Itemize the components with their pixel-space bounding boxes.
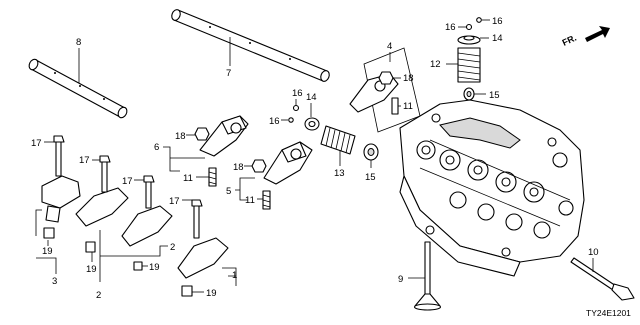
label-4: 4 xyxy=(387,41,392,52)
retainer-14-top[interactable] xyxy=(457,35,481,45)
spring-11-b[interactable] xyxy=(262,190,271,210)
rocker-shaft-7[interactable] xyxy=(170,8,331,82)
label-18-b: 18 xyxy=(233,162,244,173)
valve-10[interactable] xyxy=(570,257,635,301)
label-18-a: 18 xyxy=(175,131,186,142)
rocker-arm-6[interactable] xyxy=(199,115,249,157)
rocker-arm-2-left[interactable] xyxy=(75,155,129,253)
label-9: 9 xyxy=(398,274,403,285)
rocker-arm-2-right[interactable] xyxy=(121,175,173,271)
label-19-a: 19 xyxy=(42,246,53,257)
label-2-b: 2 xyxy=(96,290,101,301)
valve-spring-13[interactable] xyxy=(320,125,356,155)
label-17-a: 17 xyxy=(31,138,42,149)
rocker-arm-3[interactable] xyxy=(41,135,81,239)
label-19-c: 19 xyxy=(149,262,160,273)
rocker-arm-5[interactable] xyxy=(263,141,313,185)
spring-11-a[interactable] xyxy=(208,167,217,187)
seal-15-top[interactable] xyxy=(463,87,475,101)
label-1: 1 xyxy=(232,270,237,281)
label-11-a: 11 xyxy=(183,173,193,184)
valve-9[interactable] xyxy=(413,241,442,311)
rocker-arm-1[interactable] xyxy=(177,199,229,297)
clip-16-top[interactable] xyxy=(465,17,482,31)
label-17-c: 17 xyxy=(122,176,133,187)
label-14-b: 14 xyxy=(492,33,503,44)
label-11-b: 11 xyxy=(245,195,255,206)
label-16-b: 16 xyxy=(269,116,280,127)
front-direction-label: FR. xyxy=(561,33,578,48)
label-13: 13 xyxy=(334,168,345,179)
nut-18-mid[interactable] xyxy=(251,159,267,173)
label-15-b: 15 xyxy=(489,90,500,101)
label-6: 6 xyxy=(154,142,159,153)
rocker-shaft-8[interactable] xyxy=(27,58,128,119)
label-3: 3 xyxy=(52,276,57,287)
label-16-a: 16 xyxy=(292,88,303,99)
label-2-a: 2 xyxy=(170,242,175,253)
label-12: 12 xyxy=(430,59,441,70)
label-7: 7 xyxy=(226,68,231,79)
label-10: 10 xyxy=(588,247,599,258)
label-17-b: 17 xyxy=(79,155,90,166)
clip-16-center[interactable] xyxy=(288,104,300,123)
front-arrow-icon xyxy=(585,26,610,42)
label-17-d: 17 xyxy=(169,196,180,207)
cylinder-head[interactable] xyxy=(399,99,585,277)
label-16-c: 16 xyxy=(445,22,456,33)
label-8: 8 xyxy=(76,37,81,48)
label-5: 5 xyxy=(226,186,231,197)
label-15-a: 15 xyxy=(365,172,376,183)
label-14-a: 14 xyxy=(306,92,317,103)
label-18-c: 18 xyxy=(403,73,414,84)
label-19-b: 19 xyxy=(86,264,97,275)
label-16-d: 16 xyxy=(492,16,503,27)
retainer-14-center[interactable] xyxy=(304,117,320,131)
label-11-c: 11 xyxy=(403,101,413,112)
seal-15-middle[interactable] xyxy=(363,143,379,161)
valve-spring-12[interactable] xyxy=(457,47,481,83)
rocker-arm-4-group[interactable] xyxy=(349,47,421,133)
diagram-code: TY24E1201 xyxy=(586,308,631,318)
label-19-d: 19 xyxy=(206,288,217,299)
nut-18-upper[interactable] xyxy=(194,127,210,141)
